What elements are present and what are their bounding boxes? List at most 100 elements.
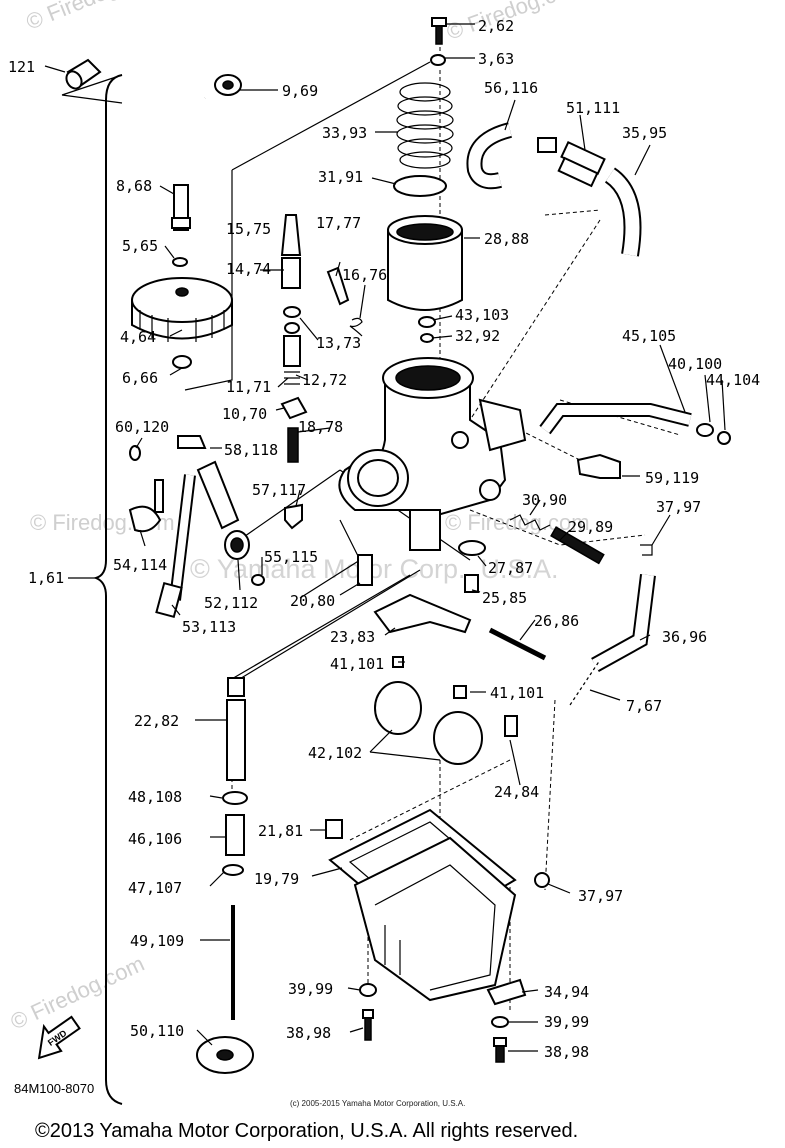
float-bowl [353,836,517,1002]
leader-lines [44,23,726,1052]
label-51-111: 51,111 [566,99,620,117]
label-59-119: 59,119 [645,469,699,487]
label-5-65: 5,65 [122,237,158,255]
part-38-screw [362,1009,374,1041]
label-21-81: 21,81 [258,822,303,840]
label-27-87: 27,87 [488,559,533,577]
label-37-97: 37,97 [656,498,701,516]
center-line [469,209,601,421]
part-34-bracket [486,978,527,1006]
label-53-113: 53,113 [182,618,236,636]
watermark: © Firedog.com [23,0,166,35]
label-60-120: 60,120 [115,418,169,436]
label-29-89: 29,89 [568,518,613,536]
label-14-74: 14,74 [226,260,271,278]
part-15-jet-needle-holder [280,214,302,385]
center-line [349,759,511,841]
label-26-86: 26,86 [534,612,579,630]
part-3-washer [430,54,446,66]
label-24-84: 24,84 [494,783,539,801]
part-56-end [537,137,557,153]
part-22-needle-jet [226,677,246,781]
part-39-washer [359,983,377,997]
label-45-105: 45,105 [622,327,676,345]
part-9-cap [214,74,242,96]
part-4-cap [131,277,233,342]
label-41-101: 41,101 [490,684,544,702]
label-17-77: 17,77 [316,214,361,232]
part-28-throttle-valve [387,215,463,311]
label-13-73: 13,73 [316,334,361,352]
part-25-pilot-jet [464,574,479,593]
guide-line [61,74,123,104]
label-52-112: 52,112 [204,594,258,612]
part-41-cap [453,685,467,699]
label-49-109: 49,109 [130,932,184,950]
label-121: 121 [8,58,35,76]
label-36-96: 36,96 [662,628,707,646]
part-52-choke [196,460,250,560]
part-121-sleeve [65,58,102,90]
label-23-83: 23,83 [330,628,375,646]
label-32-92: 32,92 [455,327,500,345]
label-34-94: 34,94 [544,983,589,1001]
label-37-97: 37,97 [578,887,623,905]
part-26-rod [488,627,547,661]
label-4-64: 4,64 [120,328,156,346]
part-59-bracket [576,453,621,479]
part-17-screw [326,266,350,306]
part-24-screw [504,715,518,737]
label-10-70: 10,70 [222,405,267,423]
label-58-118: 58,118 [224,441,278,459]
part-58-fitting [177,435,207,449]
small-copyright: (c) 2005-2015 Yamaha Motor Corporation, … [290,1099,465,1108]
guide-line [237,569,421,681]
part-37-clip [640,544,653,556]
label-39-99: 39,99 [544,1013,589,1031]
label-44-104: 44,104 [706,371,760,389]
part-40-clip [696,423,714,437]
label-38-98: 38,98 [544,1043,589,1061]
label-39-99: 39,99 [288,980,333,998]
part-7-spring [567,658,603,707]
watermark: © Firedog.com [7,951,149,1035]
label-28-88: 28,88 [484,230,529,248]
label-50-110: 50,110 [130,1022,184,1040]
label-47-107: 47,107 [128,879,182,897]
center-line [544,699,556,891]
label-15-75: 15,75 [226,220,271,238]
carburetor-body [338,357,527,551]
part-23-bracket [373,593,472,634]
label-20-80: 20,80 [290,592,335,610]
part-31-plate [393,175,447,197]
part-6-washer [172,355,192,369]
part-46-main-jet [225,814,245,856]
label-7-67: 7,67 [626,697,662,715]
guide-line [184,61,431,391]
label-46-106: 46,106 [128,830,182,848]
part-32-clip [420,333,434,343]
part-54-clamp [128,479,164,533]
part-8-hose [171,94,208,267]
part-2-screw [431,17,447,45]
label-41-101: 41,101 [330,655,384,673]
part-47-ring [222,864,244,876]
part-38-screw [493,1037,507,1063]
part-16-spring [349,317,363,337]
label-3-63: 3,63 [478,50,514,68]
label-9-69: 9,69 [282,82,318,100]
part-55-ring [251,574,265,586]
label-8-68: 8,68 [116,177,152,195]
label-48-108: 48,108 [128,788,182,806]
label-19-79: 19,79 [254,870,299,888]
assembly-bracket [92,74,123,1105]
label-42-102: 42,102 [308,744,362,762]
label-16-76: 16,76 [342,266,387,284]
part-18-screw [287,427,299,463]
label-6-66: 6,66 [122,369,158,387]
label-38-98: 38,98 [286,1024,331,1042]
part-33-spring [396,82,454,169]
part-57-plug [284,503,303,530]
